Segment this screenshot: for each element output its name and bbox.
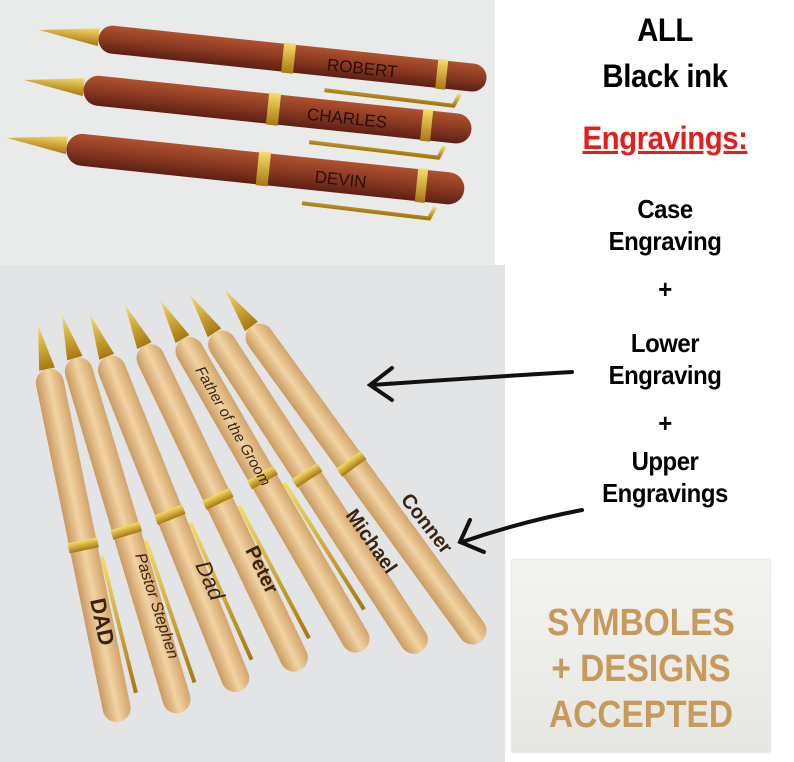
note-line3: ACCEPTED xyxy=(549,694,733,736)
headline-black-ink: Black ink xyxy=(602,58,728,94)
pen-devin: DEVIN xyxy=(7,133,465,221)
arrow-lower-engraving-icon xyxy=(366,366,574,402)
option-upper-line1: Upper xyxy=(631,446,699,476)
arrow-upper-engravings-icon xyxy=(457,508,584,554)
option-case-line2: Engraving xyxy=(608,226,722,256)
pen-robert: ROBERT xyxy=(39,25,487,108)
pen-dad-caps: DAD xyxy=(35,325,138,723)
plus-1: + xyxy=(658,274,672,304)
pen-dad: Dad xyxy=(90,315,254,693)
notepad-note: SYMBOLES + DESIGNS ACCEPTED xyxy=(512,560,770,752)
option-lower-line1: Lower xyxy=(630,328,700,358)
note-line2: + DESIGNS xyxy=(551,648,731,690)
option-lower-line2: Engraving xyxy=(608,360,722,390)
engravings-heading: Engravings: xyxy=(582,120,748,156)
headline-all: ALL xyxy=(637,12,693,48)
pen-charles: CHARLES xyxy=(24,75,472,160)
option-upper-line2: Engravings xyxy=(602,478,728,508)
note-line1: SYMBOLES xyxy=(547,602,735,644)
rosewood-pens-photo: ROBERT CHARLES DEVIN xyxy=(0,0,495,265)
option-case-line1: Case xyxy=(637,194,693,224)
maple-pens-photo: DAD Pastor Stephen Dad Peter Father of t… xyxy=(0,265,505,762)
plus-2: + xyxy=(658,408,672,438)
